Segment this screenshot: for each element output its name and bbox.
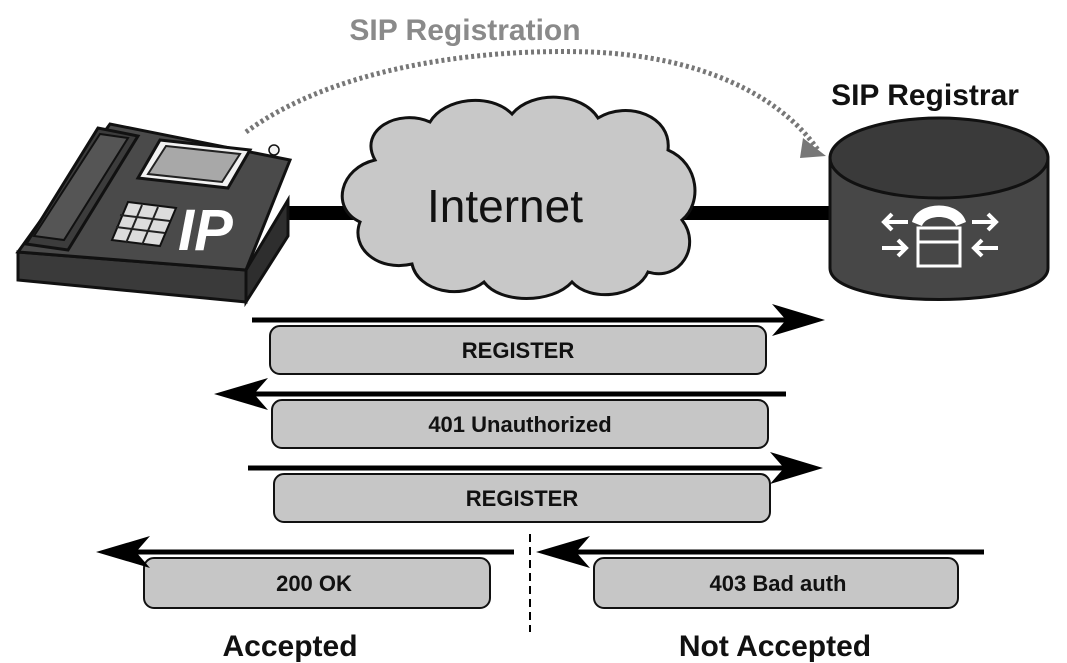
phone-ip-mark: IP [178, 198, 233, 263]
arrowhead-register-2 [770, 452, 823, 484]
registration-arrowhead [800, 138, 826, 158]
sip-registrar-label: SIP Registrar [831, 79, 1019, 112]
message-label-401: 401 Unauthorized [428, 412, 611, 437]
arrowhead-401 [214, 378, 268, 410]
arrowhead-403 [536, 536, 590, 568]
message-box-401 [271, 399, 769, 449]
outcome-not-accepted-label: Not Accepted [679, 630, 871, 663]
message-box-403 [593, 557, 959, 609]
outcome-accepted-label: Accepted [222, 630, 357, 663]
registrar-link-line [684, 206, 830, 220]
arrowhead-200-ok [96, 536, 150, 568]
ip-phone-icon [15, 122, 293, 308]
internet-cloud [340, 95, 697, 300]
message-label-register-2: REGISTER [466, 486, 579, 511]
message-box-200-ok [143, 557, 491, 609]
message-label-register-1: REGISTER [462, 338, 575, 363]
message-label-200-ok: 200 OK [276, 571, 352, 596]
internet-label: Internet [427, 180, 583, 232]
message-box-register-2 [273, 473, 771, 523]
registration-curve [244, 49, 821, 152]
phone-link-line [284, 206, 356, 220]
sip-registration-label: SIP Registration [349, 14, 580, 47]
message-box-register-1 [269, 325, 767, 375]
message-label-403: 403 Bad auth [710, 571, 847, 596]
registrar-server-icon [828, 116, 1050, 301]
arrowhead-register-1 [772, 304, 825, 336]
